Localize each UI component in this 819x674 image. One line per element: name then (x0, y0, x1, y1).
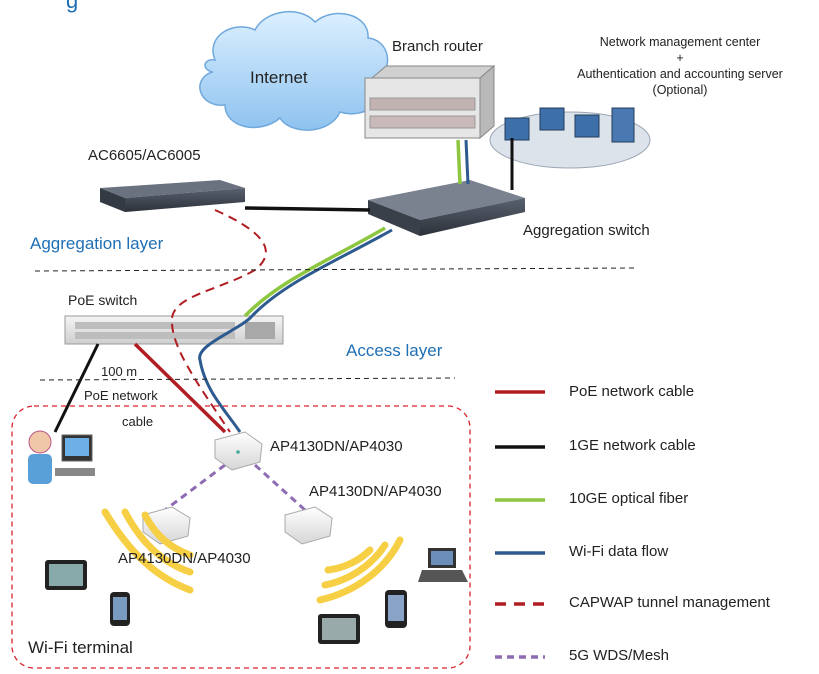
partial-title: g (66, 0, 79, 13)
nmc-label-line1: Network management center (599, 35, 761, 49)
nmc-label: Network management center + Authenticati… (545, 34, 815, 98)
nmc-label-line3: (Optional) (652, 83, 708, 97)
ap-left-label: AP4130DN/AP4030 (118, 550, 251, 567)
phone-terminal-left (110, 592, 130, 626)
nmc-label-plus: + (676, 51, 684, 65)
capwap-tunnel-path (170, 209, 267, 433)
legend-label-1ge: 1GE network cable (569, 437, 696, 454)
branch-router-device (364, 64, 496, 140)
tablet-terminal-left (45, 560, 87, 590)
wifi-flow-router-aggregation (464, 139, 470, 185)
ap-top-label: AP4130DN/AP4030 (270, 438, 403, 455)
poe-switch-device (64, 315, 284, 345)
laptop-terminal (418, 548, 468, 582)
fiber-aggregation-poe (243, 226, 386, 318)
nmc-label-line2: Authentication and accounting server (577, 67, 783, 81)
pc-user-terminal (28, 430, 95, 484)
internet-label: Internet (250, 68, 308, 87)
cable-to-pc (53, 343, 100, 433)
mesh-link-right (253, 463, 307, 512)
legend-swatches (495, 390, 545, 659)
access-point-right (284, 506, 333, 545)
wifi-waves-right (316, 536, 404, 604)
aggregation-switch-device (368, 180, 525, 236)
poe-cable-to-ap (133, 342, 227, 434)
fiber-router-aggregation (456, 139, 462, 185)
ap-right-label: AP4130DN/AP4030 (309, 483, 442, 500)
legend-label-poe: PoE network cable (569, 383, 695, 400)
phone-terminal-right (385, 590, 407, 628)
poe-switch-label: PoE switch (68, 292, 138, 308)
wifi-waves-left (101, 508, 194, 594)
cable-type-label-line2: cable (122, 414, 154, 429)
access-layer-label: Access layer (346, 341, 443, 360)
legend-label-capwap: CAPWAP tunnel management (569, 594, 770, 611)
access-point-top (214, 431, 263, 471)
legend-label-mesh: 5G WDS/Mesh (569, 647, 670, 664)
mesh-link-left (164, 463, 226, 512)
branch-router-label: Branch router (392, 38, 483, 55)
legend-label-wifi: Wi-Fi data flow (569, 543, 669, 560)
layer-divider-lower (39, 377, 456, 381)
links (53, 138, 514, 512)
aggregation-switch-label: Aggregation switch (523, 222, 650, 239)
wifi-coverage-zone (11, 405, 471, 669)
aggregation-layer-label: Aggregation layer (30, 234, 164, 253)
tablet-terminal-right (318, 614, 360, 644)
link-ac-aggregation (244, 206, 371, 212)
cable-distance-label: 100 m (101, 364, 138, 379)
cable-type-label-line1: PoE network (84, 388, 158, 403)
ac-controller-device (100, 180, 245, 212)
management-center-servers (489, 107, 651, 169)
wifi-flow-path (198, 228, 393, 433)
layer-divider-upper (34, 267, 636, 272)
wifi-terminal-label: Wi-Fi terminal (28, 638, 133, 657)
legend-label-10ge: 10GE optical fiber (569, 490, 689, 507)
ac-label: AC6605/AC6005 (88, 147, 201, 164)
